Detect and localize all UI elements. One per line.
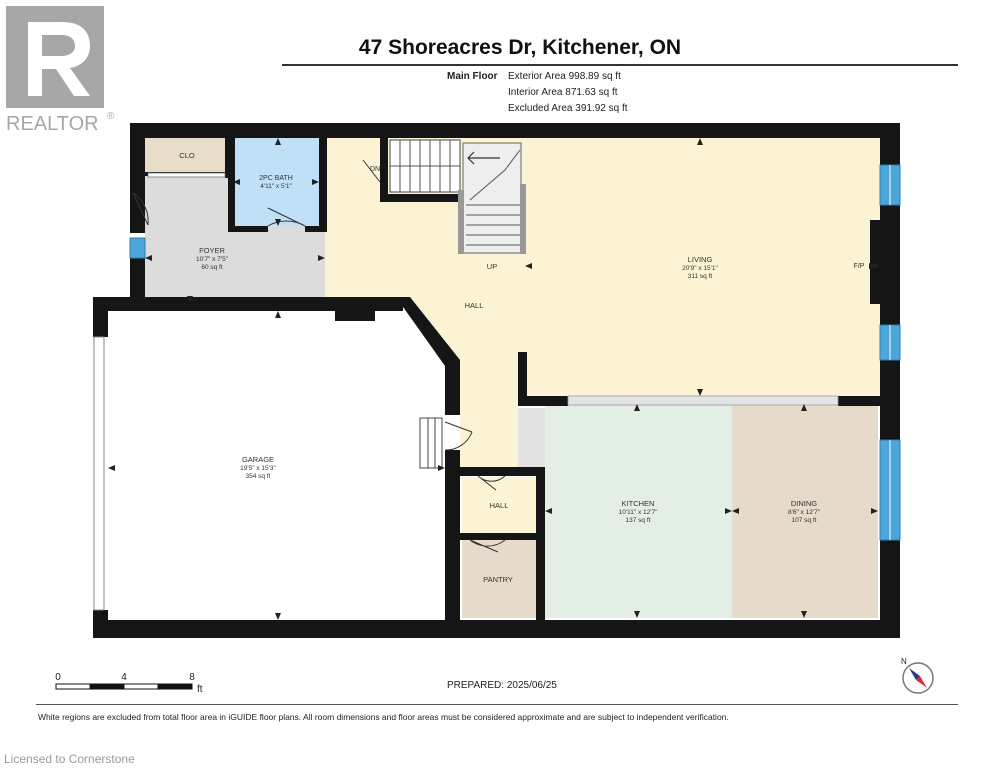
wall-living-left-low bbox=[518, 352, 527, 396]
wall-bath-bottom-right bbox=[305, 226, 327, 232]
wall-right-low bbox=[880, 360, 900, 440]
wall-fireplace bbox=[870, 220, 880, 304]
wall-right-mid bbox=[880, 205, 900, 325]
garage-step bbox=[419, 417, 443, 469]
wall-kitchen-left bbox=[536, 470, 545, 638]
door-dn bbox=[362, 159, 381, 183]
wall-right-upper bbox=[880, 123, 900, 165]
kitchen-area: 137 sq ft bbox=[626, 517, 651, 524]
clo-fill bbox=[145, 138, 225, 173]
wall-left-mid bbox=[130, 258, 145, 303]
kitchen-counter bbox=[567, 395, 839, 406]
up-label: UP bbox=[487, 262, 497, 271]
kitchen-fill bbox=[545, 404, 732, 618]
logo-registered-mark: ® bbox=[107, 111, 115, 122]
wall-garage-top bbox=[93, 297, 403, 311]
dining-dims: 8'6" x 12'7" bbox=[788, 509, 821, 516]
stair-arrow-icon bbox=[467, 151, 500, 165]
interior-area: Interior Area 871.63 sq ft bbox=[508, 87, 618, 98]
wall-hall-top bbox=[455, 467, 545, 476]
foyer-label: FOYER bbox=[199, 246, 225, 255]
garage-dims: 19'5" x 15'3" bbox=[240, 465, 276, 472]
bath-dims: 4'11" x 5'1" bbox=[260, 183, 292, 190]
fireplace-label: F/P bbox=[854, 263, 865, 270]
wall-bath-left bbox=[228, 138, 235, 231]
floor-plan: CLO 2PC BATH 4'11" x 5'1" FOYER 10'7" x … bbox=[55, 123, 901, 695]
clo-label: CLO bbox=[179, 151, 195, 160]
scale-bar: 0 4 8 ft bbox=[55, 672, 203, 695]
living-fill bbox=[525, 138, 880, 396]
pantry-label: PANTRY bbox=[483, 575, 513, 584]
prepared-date: PREPARED: 2025/06/25 bbox=[447, 680, 557, 691]
wall-stair-bottom bbox=[380, 194, 462, 202]
disclaimer-text: White regions are excluded from total fl… bbox=[38, 712, 729, 722]
dining-area: 107 sq ft bbox=[792, 517, 817, 524]
stairs-down bbox=[389, 139, 461, 193]
wall-right-bottom bbox=[880, 540, 900, 638]
living-area: 311 sq ft bbox=[688, 273, 713, 280]
license-text: Licensed to Cornerstone bbox=[4, 752, 135, 766]
small-hall-fill bbox=[462, 477, 536, 533]
door-pantry bbox=[469, 539, 506, 553]
wall-bath-bottom bbox=[228, 226, 268, 232]
kitchen-label: KITCHEN bbox=[622, 499, 655, 508]
hall-main-label: HALL bbox=[465, 301, 484, 310]
wall-garage-left-bottom bbox=[93, 610, 108, 638]
garage-door bbox=[93, 336, 105, 611]
door-hall bbox=[477, 475, 506, 491]
hall-small-label: HALL bbox=[490, 501, 509, 510]
garage-label: GARAGE bbox=[242, 455, 274, 464]
wall-bath-right bbox=[319, 138, 327, 231]
bath-label: 2PC BATH bbox=[259, 175, 293, 182]
wall-garage-vent bbox=[335, 305, 375, 321]
dn-label: DN bbox=[370, 166, 380, 173]
walls bbox=[93, 123, 900, 638]
window-foyer bbox=[129, 237, 146, 259]
doors bbox=[132, 159, 506, 553]
wall-kitchen-top-right bbox=[838, 396, 883, 406]
door-garage bbox=[444, 421, 473, 451]
wall-bottom bbox=[93, 620, 900, 638]
wall-garage-diagonal bbox=[396, 297, 460, 415]
wall-stair-left bbox=[380, 138, 388, 198]
foyer-area: 60 sq ft bbox=[201, 264, 223, 271]
exterior-area: Exterior Area 998.89 sq ft bbox=[508, 71, 621, 82]
closet-rod bbox=[147, 172, 226, 178]
excluded-area: Excluded Area 391.92 sq ft bbox=[508, 103, 628, 114]
pantry-fill bbox=[462, 540, 536, 618]
wall-garage-right-lower bbox=[445, 450, 460, 638]
scale-label-4: 4 bbox=[121, 672, 127, 683]
title-divider bbox=[282, 64, 958, 66]
wall-kitchen-top-left bbox=[518, 396, 568, 406]
page-title: 47 Shoreacres Dr, Kitchener, ON bbox=[358, 36, 682, 59]
realtor-logo: REALTOR ® bbox=[6, 6, 118, 141]
door-front bbox=[132, 192, 149, 226]
footer-divider bbox=[36, 704, 958, 705]
realtor-r-icon: REALTOR ® bbox=[6, 6, 115, 135]
wall-top bbox=[130, 123, 900, 138]
compass-north-label: N bbox=[901, 657, 907, 666]
door-bath bbox=[267, 207, 306, 227]
scale-label-8: 8 bbox=[189, 672, 195, 683]
kitchen-dims: 10'11" x 12'7" bbox=[619, 509, 658, 516]
dimension-markers bbox=[108, 138, 880, 620]
logo-wordmark: REALTOR bbox=[6, 113, 99, 135]
living-dims: 20'9" x 15'1" bbox=[682, 265, 718, 272]
compass-icon: N bbox=[896, 656, 940, 705]
stairs-up bbox=[458, 142, 526, 254]
dining-label: DINING bbox=[791, 499, 817, 508]
landing-fill bbox=[518, 408, 545, 468]
bath-fill bbox=[233, 138, 321, 226]
garage-area: 354 sq ft bbox=[246, 473, 271, 480]
foyer-dims: 10'7" x 7'5" bbox=[196, 256, 229, 263]
living-label: LIVING bbox=[688, 255, 713, 264]
wall-hall-bottom bbox=[455, 533, 545, 540]
floor-label: Main Floor bbox=[447, 71, 498, 82]
scale-label-0: 0 bbox=[55, 672, 61, 683]
dining-fill bbox=[732, 404, 878, 618]
wall-left-upper bbox=[130, 123, 145, 233]
scale-unit: ft bbox=[197, 684, 203, 695]
